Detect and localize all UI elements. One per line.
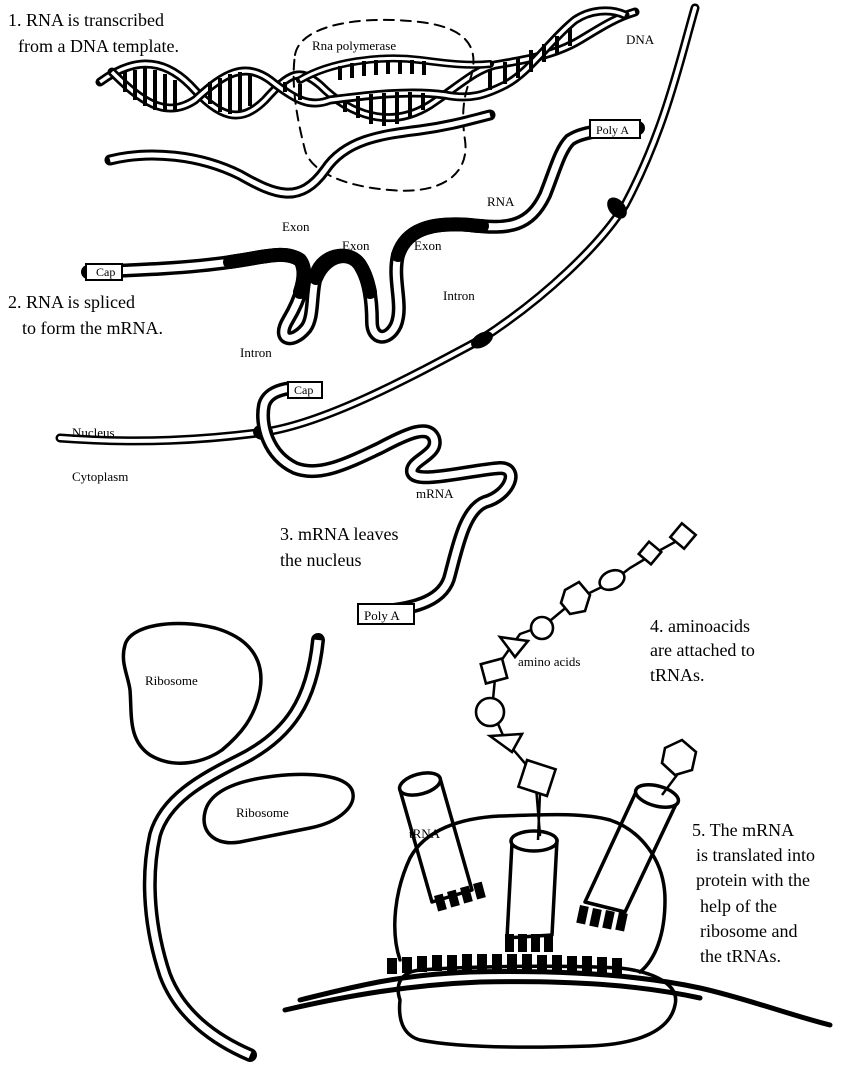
nucleus-label: Nucleus [72, 425, 115, 440]
trna-label: tRNA [409, 826, 441, 841]
step-1-caption: 1. RNA is transcribed from a DNA templat… [8, 10, 179, 56]
step-3-caption: 3. mRNA leaves the nucleus [280, 524, 403, 570]
step-2-caption: 2. RNA is spliced to form the mRNA. [8, 292, 163, 338]
cap-top-label: Cap [96, 265, 115, 279]
exon-label-1: Exon [282, 219, 310, 234]
poly-a-bottom-label: Poly A [364, 608, 400, 623]
step-5-caption: 5. The mRNA is translated into protein w… [692, 820, 819, 966]
exon-label-3: Exon [414, 238, 442, 253]
mrna-label: mRNA [416, 486, 454, 501]
cap-mid-label: Cap [294, 383, 313, 397]
cytoplasm-label: Cytoplasm [72, 469, 128, 484]
exon-segment [316, 256, 370, 292]
amino-acids-label: amino acids [518, 654, 580, 669]
exon-segment [230, 255, 303, 292]
poly-a-top-label: Poly A [596, 123, 629, 137]
intron-label-right: Intron [443, 288, 475, 303]
ribosome-label-2: Ribosome [236, 805, 289, 820]
step-4-caption: 4. aminoacids are attached to tRNAs. [650, 616, 759, 685]
rna-polymerase-label: Rna polymerase [312, 38, 396, 53]
ribosome-free-1 [123, 623, 261, 763]
exon-label-2: Exon [342, 238, 370, 253]
trna-2 [505, 831, 557, 952]
ribosome-label-1: Ribosome [145, 673, 198, 688]
mrna-export [263, 382, 511, 624]
dna-label: DNA [626, 32, 655, 47]
rna-label: RNA [487, 194, 515, 209]
amino-acid-on-trna-3 [662, 740, 696, 775]
intron-label-bottom: Intron [240, 345, 272, 360]
dna-helix [100, 11, 635, 126]
